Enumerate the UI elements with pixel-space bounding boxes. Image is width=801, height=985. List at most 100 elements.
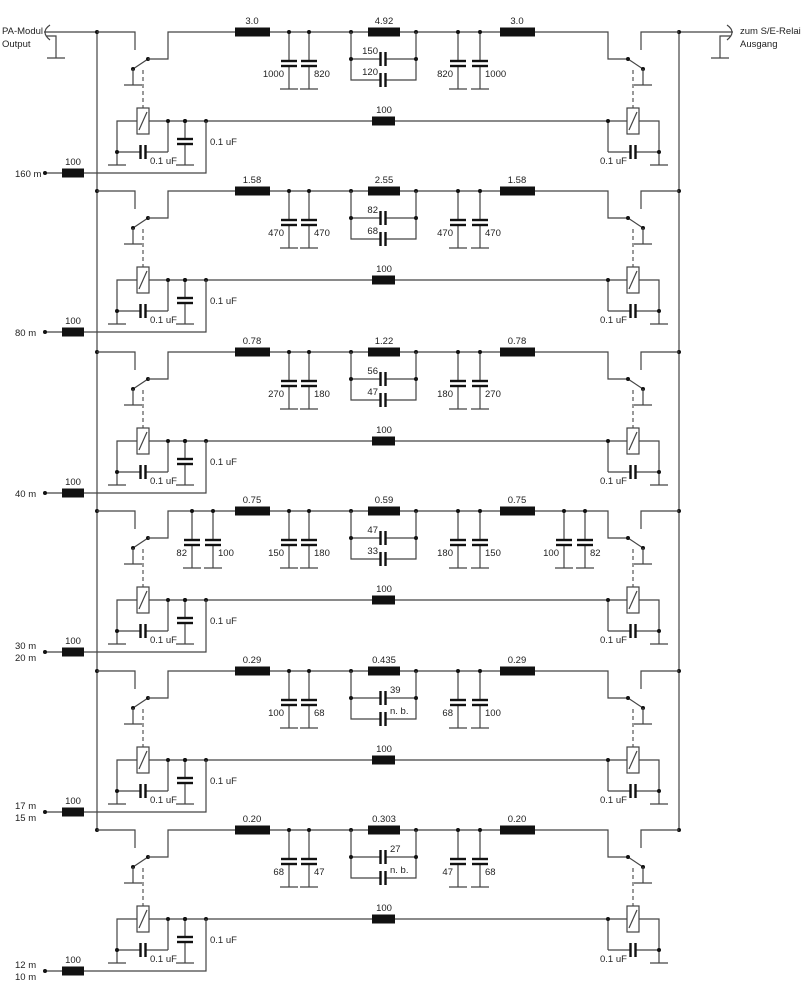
switch-blade [132,58,149,70]
resistor [372,914,395,924]
capacitor-value: n. b. [390,706,409,717]
wire [639,759,660,804]
junction-dot [349,57,353,61]
output-connector-label-2: Ausgang [740,39,778,50]
capacitor-value: 0.1 uF [150,476,177,487]
output-connector-label: zum S/E-Relais [740,26,801,37]
wire [639,440,660,485]
band-port-label: 10 m [15,972,36,983]
capacitor-value: 0.1 uF [150,635,177,646]
shunt-capacitor [176,119,194,166]
resistor-value: 100 [65,636,81,647]
relay-switch-left [97,670,235,747]
junction-dot [115,629,119,633]
junction-dot [657,470,661,474]
junction-dot [115,948,119,952]
band-port-label: 15 m [15,813,36,824]
capacitor-value: 0.1 uF [150,315,177,326]
relay-switch-left [97,829,235,906]
wire [138,111,148,131]
resistor [372,436,395,446]
junction-dot [414,696,418,700]
capacitor-value: 0.1 uF [150,156,177,167]
switch-blade [132,217,149,229]
junction-dot [456,669,460,673]
junction-dot [414,536,418,540]
resistor [62,327,84,337]
inductor [368,347,400,357]
resistor-value: 100 [65,316,81,327]
capacitor-value: 470 [437,228,453,239]
inductor-value: 1.58 [243,175,262,186]
wire [148,670,235,699]
inductor-value: 3.0 [510,16,523,27]
inductor-value: 0.20 [508,814,527,825]
wire [628,909,638,929]
relay-switch-right [535,190,679,267]
resistor-value: 100 [376,264,392,275]
wire [97,670,136,689]
junction-dot [456,189,460,193]
junction-dot [166,119,170,123]
shunt-capacitor: 150 [268,509,298,569]
junction-dot [626,855,630,859]
wire [386,32,417,81]
junction-dot [349,216,353,220]
junction-dot [657,150,661,154]
inductor [235,347,270,357]
switch-blade [627,537,644,549]
inductor-value: 1.58 [508,175,527,186]
wire [719,35,731,58]
inductor-value: 0.29 [243,655,262,666]
resistor-value: 100 [376,105,392,116]
junction-dot [115,789,119,793]
capacitor-value: 68 [485,867,496,878]
input-connector-label-2: Output [2,39,31,50]
resistor [372,275,395,285]
resistor [372,116,395,126]
junction-dot [166,758,170,762]
inductor [500,347,535,357]
junction-dot [657,629,661,633]
switch-blade [132,697,149,709]
wire [97,829,136,848]
wire [97,351,136,370]
junction-dot [166,598,170,602]
capacitor-value: 82 [590,548,601,559]
inductor [500,186,535,196]
junction-dot [349,377,353,381]
junction-dot [287,509,291,513]
wire [640,31,679,50]
wire [628,590,638,610]
wire [97,190,136,209]
wire [84,919,207,972]
wire [350,32,381,81]
capacitor-value: 0.1 uF [600,476,627,487]
relay-switch-left [97,510,235,587]
capacitor-value: 150 [268,548,284,559]
inductor-value: 0.75 [508,495,527,506]
junction-dot [211,509,215,513]
capacitor-value: 100 [268,708,284,719]
junction-dot [626,216,630,220]
shunt-capacitor: 180 [437,509,467,569]
capacitor-value: 0.1 uF [210,137,237,148]
shunt-capacitor: 82 [176,509,201,569]
capacitor-value: 100 [218,548,234,559]
inductor-value: 4.92 [375,16,394,27]
switch-blade [627,856,644,868]
wire [84,121,207,174]
capacitor-value: 180 [437,389,453,400]
switch-blade [132,378,149,390]
capacitor-value: 470 [485,228,501,239]
inductor-value: 0.78 [243,336,262,347]
shunt-capacitor [176,917,194,964]
wire [350,830,381,879]
shunt-capacitor [176,598,194,645]
capacitor-value: 0.1 uF [600,795,627,806]
shunt-capacitor: 270 [268,350,298,410]
inductor [235,27,270,37]
